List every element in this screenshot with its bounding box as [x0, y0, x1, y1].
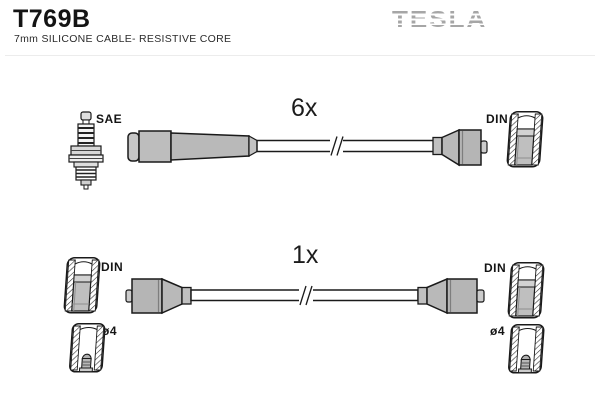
din-terminal-icon-row2-left: [63, 257, 101, 314]
row1-sae-label: SAE: [96, 112, 123, 126]
header-divider: [5, 55, 595, 56]
row2-quantity-label: 1x: [292, 241, 319, 269]
cable-break-icon: [299, 285, 313, 306]
row1-din-label: DIN: [486, 112, 509, 126]
cable-break-icon: [330, 136, 344, 156]
row2-right-din-label: DIN: [484, 261, 507, 275]
din-terminal-icon-row2-right: [507, 262, 545, 319]
din-boot-row1: [432, 128, 488, 167]
o4-terminal-icon-row2-right: [507, 324, 545, 374]
sae-boot: [127, 130, 259, 163]
cable-row2: [190, 285, 419, 306]
spark-plug-icon: [68, 111, 104, 190]
row1-quantity-label: 6x: [291, 94, 318, 122]
row2-left-din-label: DIN: [101, 260, 124, 274]
din-terminal-icon-row1: [506, 111, 544, 168]
cable-row1: [256, 136, 435, 156]
din-boot-row2-left: [125, 277, 192, 315]
din-boot-row2-right: [417, 277, 485, 315]
page-title: T769B: [13, 5, 91, 33]
row2-left-diameter-label: ø4: [102, 324, 118, 338]
product-subtitle: 7mm SILICONE CABLE- RESISTIVE CORE: [14, 33, 232, 45]
row2-right-diameter-label: ø4: [490, 324, 506, 338]
o4-terminal-icon-row2-left: [68, 323, 106, 373]
